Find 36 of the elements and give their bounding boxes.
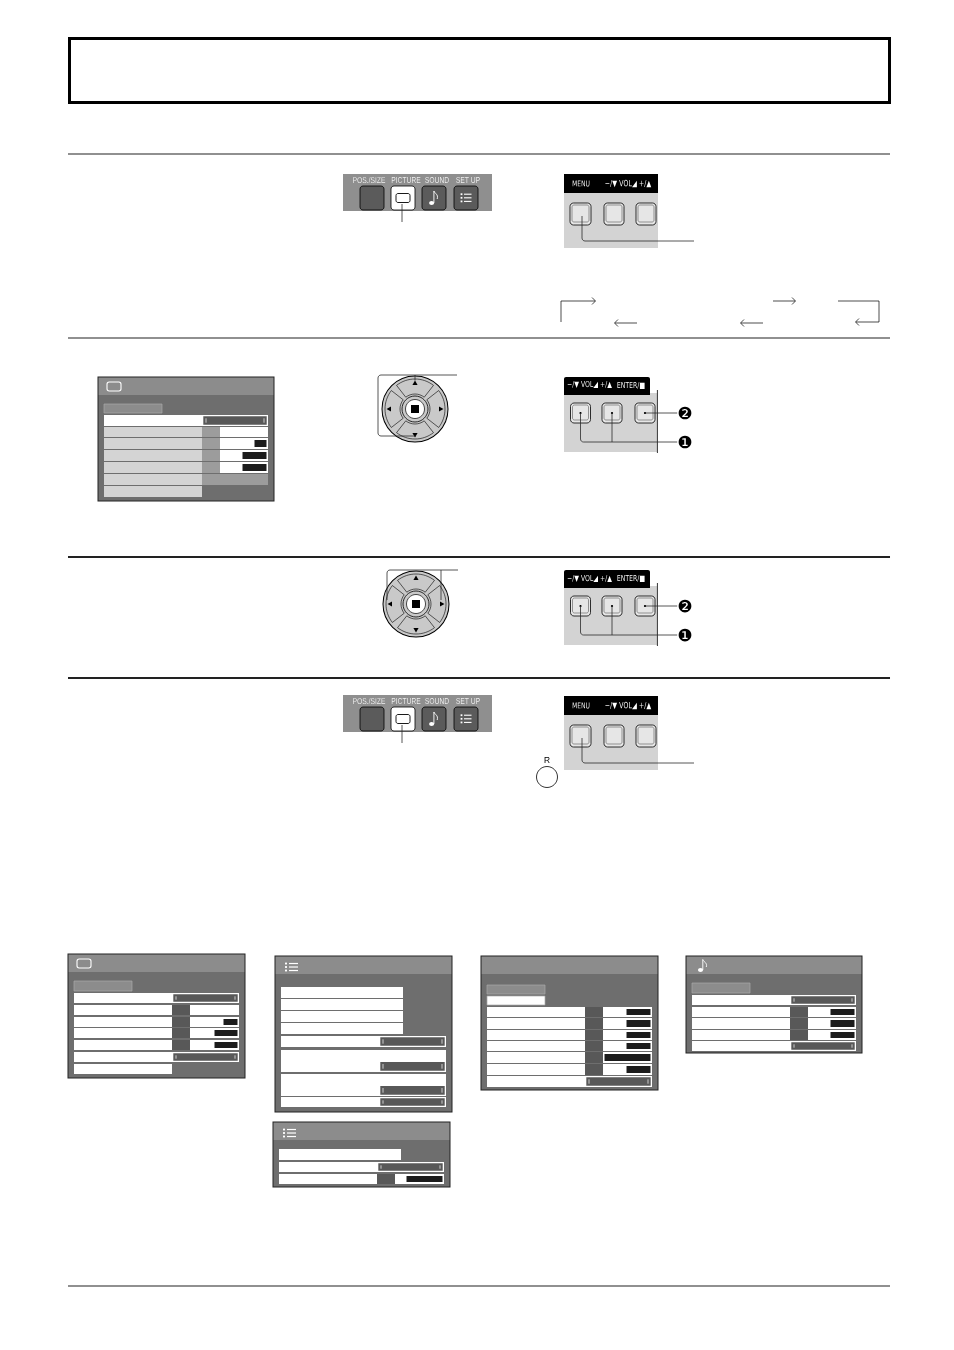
button bbox=[603, 202, 625, 226]
button-label: −/▼ VOL◢ +/▲ bbox=[605, 179, 652, 188]
button-label: SET UP bbox=[456, 177, 480, 183]
button-label: MENU bbox=[572, 702, 590, 709]
leader-line bbox=[581, 215, 695, 242]
leader-line bbox=[401, 203, 403, 223]
leader-line bbox=[377, 374, 458, 437]
leader-line bbox=[386, 569, 459, 601]
button-label: SOUND bbox=[425, 698, 449, 704]
button-label: SOUND bbox=[425, 177, 449, 183]
leader-line bbox=[580, 605, 678, 636]
button-label: ENTER/■ bbox=[617, 382, 645, 389]
button bbox=[635, 202, 657, 226]
leader-line bbox=[401, 724, 403, 744]
navigation-pad bbox=[381, 375, 449, 443]
button-label: −/▼ VOL◢ +/▲ bbox=[605, 701, 652, 710]
button-label: PICTURE bbox=[391, 177, 421, 183]
button-label: POS./SIZE bbox=[353, 176, 386, 184]
callout-number: ❶ bbox=[678, 628, 692, 642]
button-label: PICTURE bbox=[391, 698, 421, 704]
button-label: SET UP bbox=[456, 698, 480, 704]
callout-number: ❷ bbox=[678, 406, 692, 420]
button-label: R bbox=[544, 757, 550, 763]
leader-line bbox=[644, 412, 678, 414]
callout-number: ❷ bbox=[678, 599, 692, 613]
leader-line bbox=[581, 737, 695, 764]
button-label: ENTER/■ bbox=[617, 575, 645, 582]
callout-number: ❶ bbox=[678, 435, 692, 449]
button-label: −/▼ VOL◢ +/▲ bbox=[567, 574, 612, 583]
navigation-pad bbox=[382, 570, 450, 638]
button-label: POS./SIZE bbox=[353, 697, 386, 705]
button-label: −/▼ VOL◢ +/▲ bbox=[567, 380, 612, 389]
leader-line bbox=[644, 605, 678, 607]
button bbox=[603, 724, 625, 748]
button-label: MENU bbox=[572, 180, 590, 187]
button bbox=[635, 724, 657, 748]
